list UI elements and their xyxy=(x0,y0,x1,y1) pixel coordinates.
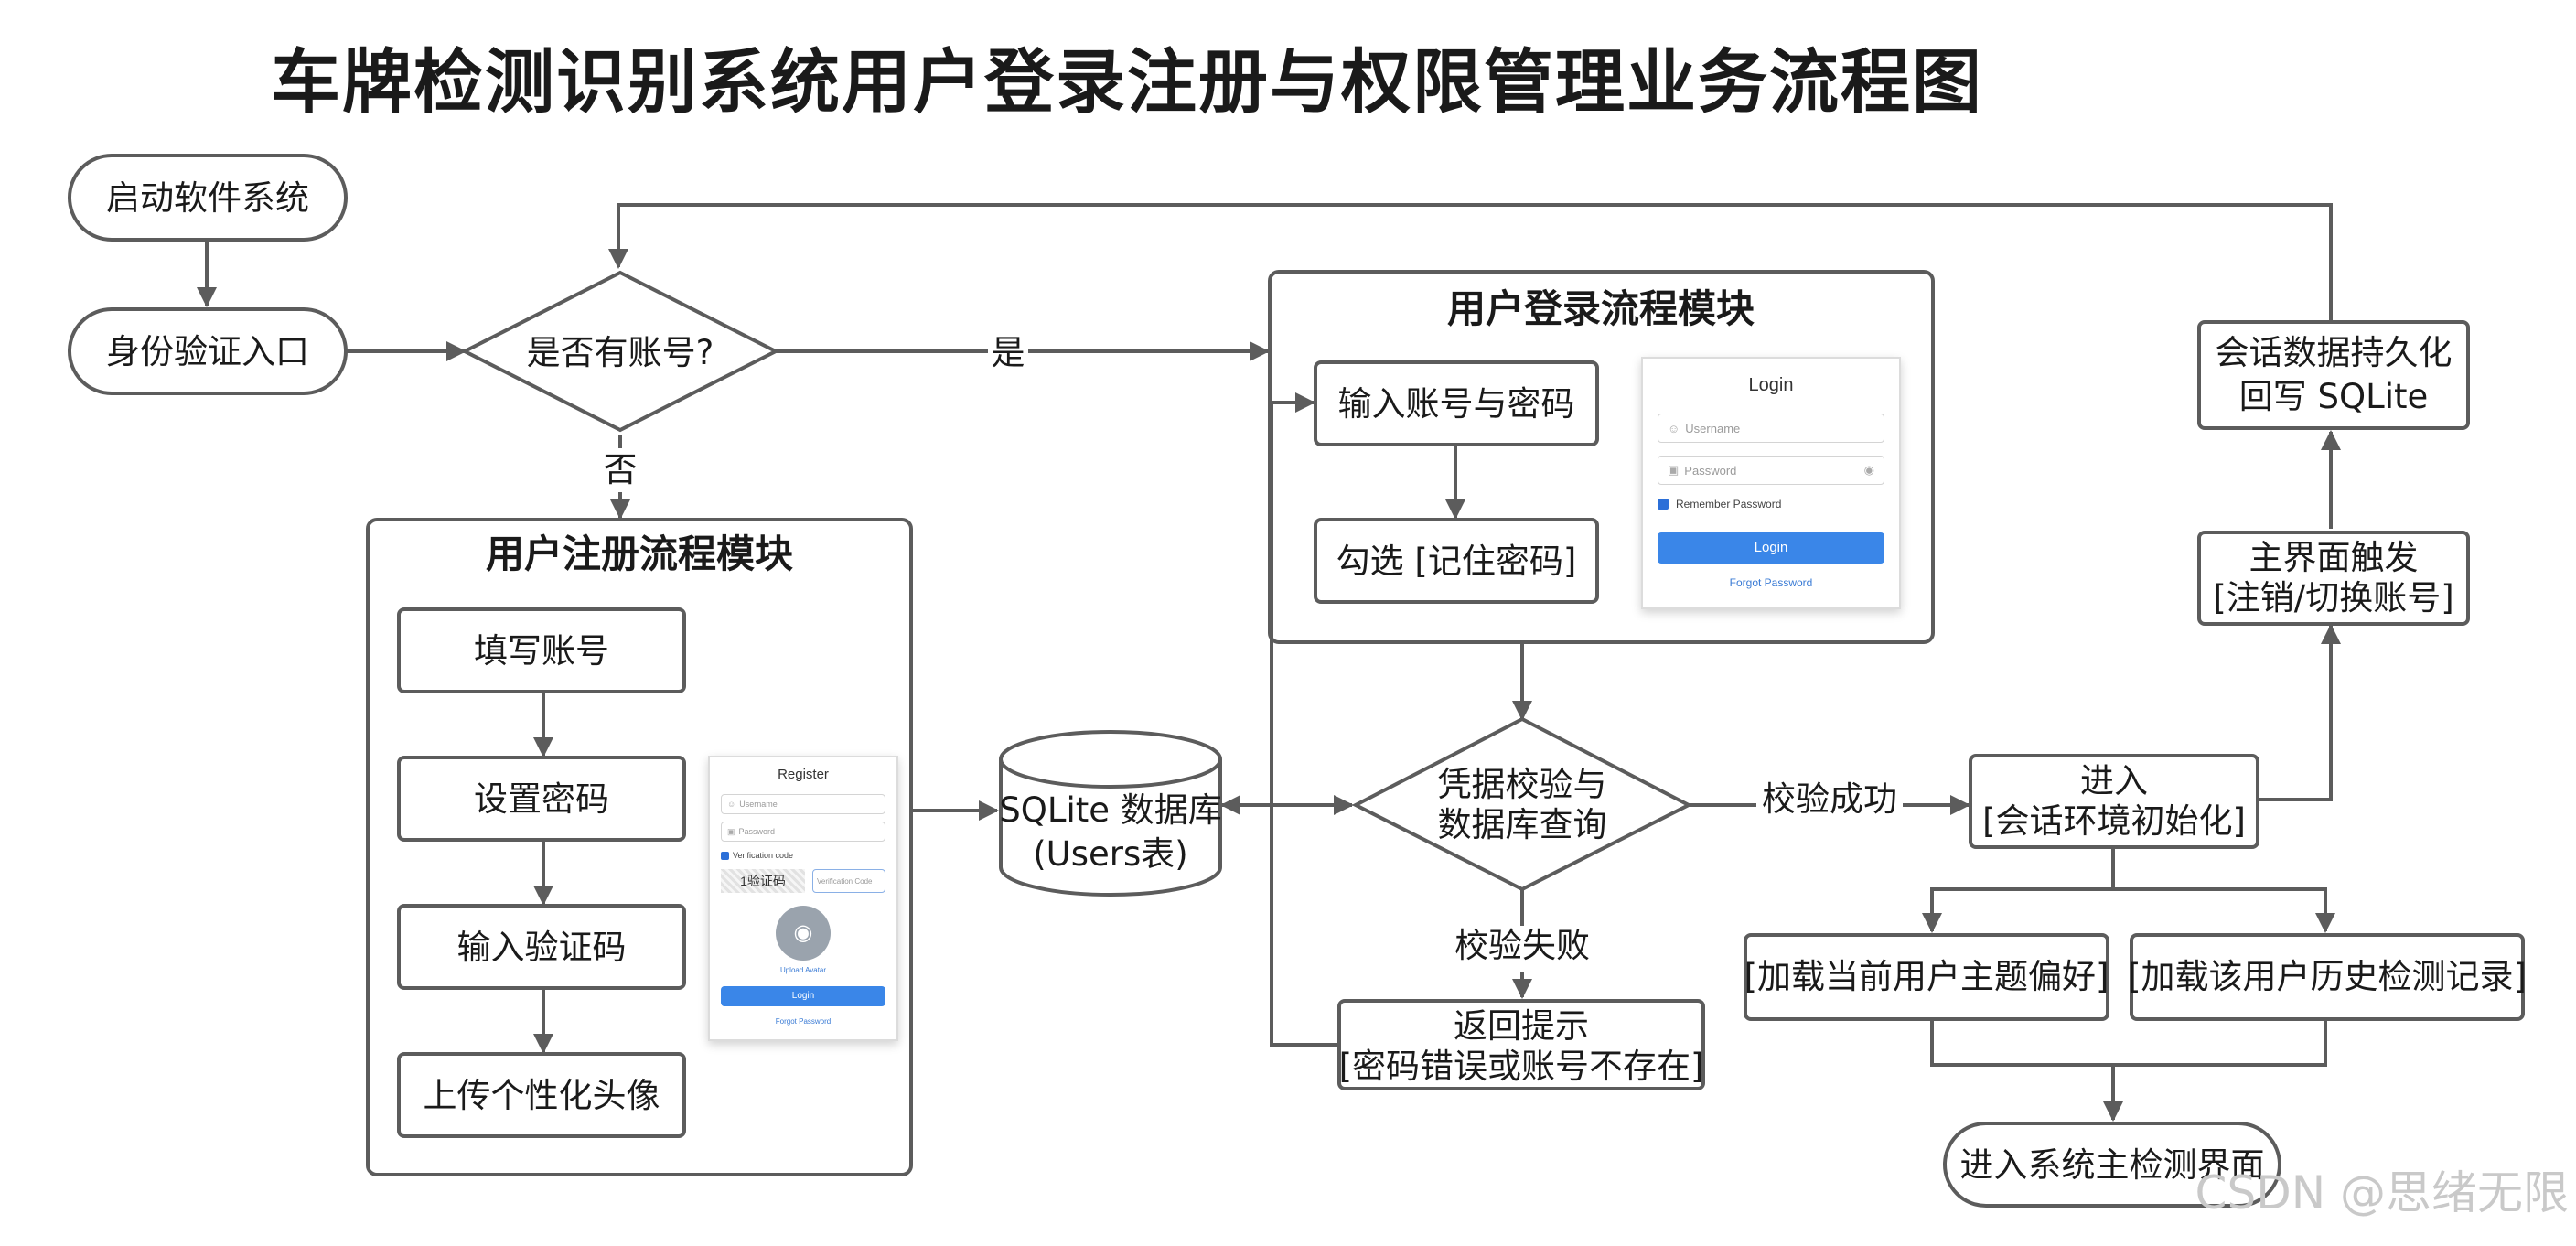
login-mock-button: Login xyxy=(1658,532,1884,564)
fail-prompt-line2: [密码错误或账号不存在] xyxy=(1339,1047,1704,1086)
remember-password-step xyxy=(1314,518,1599,604)
remember-password-label: 勾选 [记住密码] xyxy=(1336,542,1577,581)
verify-label-line2: 数据库查询 xyxy=(1438,805,1607,844)
camera-icon: ◉ xyxy=(793,920,813,945)
login-mock-forgot: Forgot Password xyxy=(1729,576,1813,589)
verify-label-line1: 凭据校验与 xyxy=(1438,765,1607,804)
input-captcha-step xyxy=(397,904,686,990)
persist-session-step xyxy=(2197,320,2470,430)
fill-account-step xyxy=(397,607,686,693)
logout-trigger-line1: 主界面触发 xyxy=(2249,538,2419,577)
lock-icon: ▣ xyxy=(727,826,735,836)
page-title: 车牌检测识别系统用户登录注册与权限管理业务流程图 xyxy=(271,41,1983,123)
login-mock-username: ☺ Username xyxy=(1658,414,1884,443)
upload-avatar-step xyxy=(397,1052,686,1138)
auth-entry-node xyxy=(68,307,348,395)
register-mock-upload: Upload Avatar xyxy=(779,966,827,974)
database-label-line1: SQLite 数据库 xyxy=(999,790,1222,830)
register-form-mock: Register ☺ Username ▣ Password Verificat… xyxy=(708,756,898,1041)
load-history-label: [加载该用户历史检测记录] xyxy=(2128,957,2527,996)
persist-session-line1: 会话数据持久化 xyxy=(2216,333,2453,372)
checkbox-checked-icon xyxy=(1658,499,1669,510)
session-init-line2: [会话环境初始化] xyxy=(1982,801,2246,841)
register-mock-title: Register xyxy=(778,767,829,782)
session-init-line1: 进入 xyxy=(2080,761,2148,800)
set-password-label: 设置密码 xyxy=(474,779,609,819)
load-theme-label: [加载当前用户主题偏好] xyxy=(1744,957,2109,996)
verify-decision xyxy=(1351,716,1693,892)
edge-label-yes: 是 xyxy=(992,333,1025,372)
input-captcha-label: 输入验证码 xyxy=(457,928,627,967)
edge-label-fail: 校验失败 xyxy=(1454,926,1590,965)
set-password-step xyxy=(397,756,686,842)
register-mock-username: ☺ Username xyxy=(721,794,886,814)
watermark: CSDN @思绪无限 xyxy=(2195,1166,2569,1219)
fail-prompt-line1: 返回提示 xyxy=(1454,1006,1589,1046)
captcha-image: 1验证码 xyxy=(721,869,805,893)
main-ui-label: 进入系统主检测界面 xyxy=(1960,1145,2265,1185)
database-label-line2: (Users表) xyxy=(1033,834,1187,874)
register-module-title: 用户注册流程模块 xyxy=(486,532,793,576)
checkbox-checked-icon xyxy=(721,851,729,860)
auth-entry-label: 身份验证入口 xyxy=(106,332,309,371)
start-node xyxy=(68,154,348,242)
user-icon: ☺ xyxy=(1668,421,1680,435)
login-form-mock: Login ☺ Username ▣ Password ◉ Remember P… xyxy=(1641,357,1901,609)
login-mock-title: Login xyxy=(1748,375,1794,395)
main-ui-node xyxy=(1943,1122,2281,1208)
fill-account-label: 填写账号 xyxy=(474,631,609,671)
edge-label-no: 否 xyxy=(604,450,638,489)
has-account-decision xyxy=(460,270,780,433)
lock-icon: ▣ xyxy=(1668,463,1680,477)
register-mock-button: Login xyxy=(721,986,886,1006)
login-mock-remember: Remember Password xyxy=(1658,498,1781,510)
login-mock-password: ▣ Password ◉ xyxy=(1658,456,1884,485)
register-mock-password: ▣ Password xyxy=(721,822,886,842)
upload-avatar-label: 上传个性化头像 xyxy=(424,1076,660,1115)
logout-trigger-line2: [注销/切换账号] xyxy=(2213,578,2453,618)
has-account-label: 是否有账号? xyxy=(527,333,714,372)
register-mock-captcha-input: Verification Code xyxy=(812,869,886,893)
session-init-step xyxy=(1969,754,2259,849)
load-history-step xyxy=(2130,933,2525,1021)
register-mock-verify-label: Verification code xyxy=(721,851,793,860)
logout-trigger-step xyxy=(2197,531,2470,626)
login-module-title: 用户登录流程模块 xyxy=(1447,286,1755,331)
load-theme-step xyxy=(1744,933,2109,1021)
login-input-step xyxy=(1314,360,1599,446)
user-icon: ☺ xyxy=(727,800,736,809)
avatar-upload-circle: ◉ xyxy=(776,906,831,961)
start-node-label: 启动软件系统 xyxy=(106,178,309,218)
edge-label-success: 校验成功 xyxy=(1762,779,1897,819)
persist-session-line2: 回写 SQLite xyxy=(2239,377,2429,416)
eye-icon: ◉ xyxy=(1863,463,1874,477)
sqlite-database: SQLite 数据库 (Users表) xyxy=(999,730,1222,897)
login-input-label: 输入账号与密码 xyxy=(1338,384,1575,424)
register-mock-forgot: Forgot Password xyxy=(775,1017,832,1026)
fail-prompt-step xyxy=(1337,999,1705,1090)
